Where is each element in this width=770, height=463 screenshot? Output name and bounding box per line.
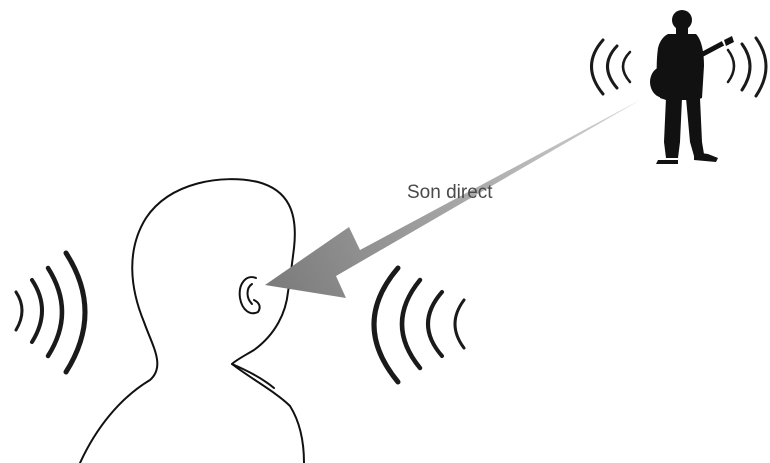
head-outline-icon <box>79 178 305 463</box>
guitarist-right-waves <box>726 36 768 98</box>
direct-sound-label: Son direct <box>407 182 493 203</box>
right-sound-waves <box>371 265 466 385</box>
ear-icon <box>238 276 261 315</box>
guitarist-silhouette-icon <box>650 10 734 164</box>
left-sound-waves <box>14 250 88 375</box>
guitarist-left-waves <box>590 38 632 96</box>
direct-sound-arrow <box>265 100 640 298</box>
